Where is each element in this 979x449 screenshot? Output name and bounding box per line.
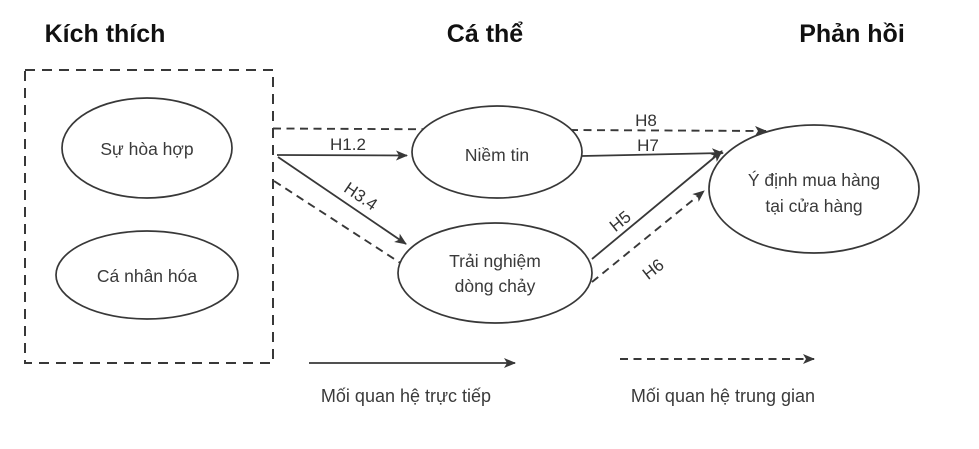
- legend: Mối quan hệ trực tiếp Mối quan hệ trung …: [309, 354, 815, 406]
- node-flow-experience-label-line2: dòng chảy: [455, 276, 536, 296]
- node-purchase-intention-label-line2: tại cửa hàng: [765, 196, 862, 216]
- legend-mediated-label: Mối quan hệ trung gian: [631, 386, 815, 406]
- node-trust-label: Niềm tin: [465, 145, 529, 165]
- node-flow-experience-label-line1: Trải nghiệm: [449, 251, 541, 271]
- node-purchase-intention-label-line1: Ý định mua hàng: [748, 170, 880, 190]
- node-harmony-label: Sự hòa hợp: [100, 139, 193, 159]
- arrow-h6-mediated: [591, 190, 705, 283]
- edge-label-h6: H6: [639, 255, 668, 283]
- arrow-h6-stimulus-segment: [273, 180, 403, 265]
- node-flow-experience-ellipse: [397, 222, 593, 324]
- header-organism: Cá thể: [447, 20, 524, 48]
- edge-label-h7: H7: [637, 136, 659, 155]
- header-response: Phản hồi: [799, 20, 905, 48]
- legend-direct-label: Mối quan hệ trực tiếp: [321, 386, 491, 406]
- node-personalization-ellipse: [55, 230, 239, 320]
- edge-label-h34: H3.4: [341, 178, 381, 214]
- node-harmony: Sự hòa hợp: [61, 97, 233, 199]
- stimulus-group-box: [24, 69, 274, 364]
- node-purchase-intention: Ý định mua hàng tại cửa hàng: [708, 124, 920, 254]
- node-trust: Niềm tin: [411, 105, 583, 199]
- node-trust-ellipse: [411, 105, 583, 199]
- node-personalization-label: Cá nhân hóa: [97, 266, 197, 286]
- header-stimulus: Kích thích: [45, 20, 166, 48]
- node-purchase-intention-ellipse: [708, 124, 920, 254]
- arrow-h12-direct: [276, 150, 408, 161]
- edge-label-h5: H5: [606, 207, 635, 235]
- node-harmony-ellipse: [61, 97, 233, 199]
- arrow-h5-direct: [591, 150, 723, 260]
- edge-label-h12: H1.2: [330, 135, 366, 154]
- node-personalization: Cá nhân hóa: [55, 230, 239, 320]
- edge-label-h8: H8: [635, 111, 657, 130]
- node-flow-experience: Trải nghiệm dòng chảy: [397, 222, 593, 324]
- arrow-h34-direct: [277, 156, 407, 245]
- arrow-h7-direct: [581, 148, 724, 159]
